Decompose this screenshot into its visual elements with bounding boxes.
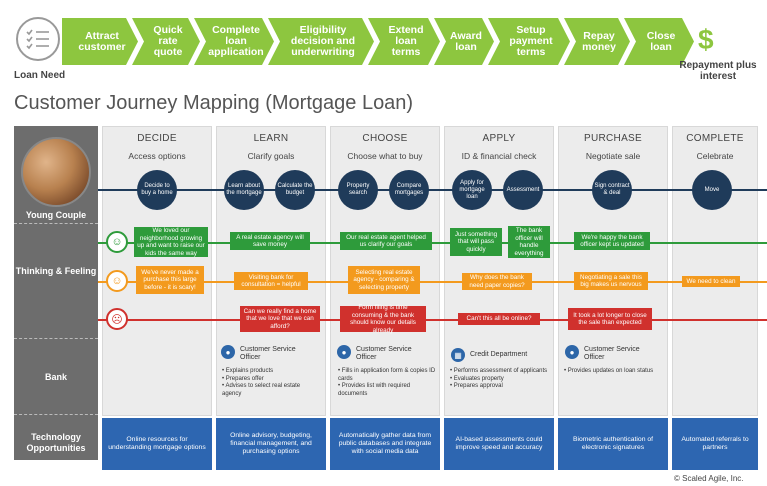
bank-role: Customer Service Officer bbox=[240, 346, 296, 361]
stage-subtitle: Negotiate sale bbox=[585, 151, 641, 161]
stage-subtitle: Access options bbox=[128, 151, 186, 161]
happy-face-icon: ☺ bbox=[106, 231, 128, 253]
neutral-face-icon: ☺ bbox=[106, 270, 128, 292]
tech-opportunity: Biometric authentication of electronic s… bbox=[558, 418, 668, 470]
row-label-young-couple: Young Couple bbox=[25, 210, 87, 220]
row-label-tech: Technology Opportunities bbox=[26, 432, 86, 453]
feeling-happy: We're happy the bank officer kept us upd… bbox=[574, 232, 650, 250]
journey-line bbox=[98, 189, 767, 191]
stage-name: APPLY bbox=[482, 133, 516, 144]
chevron-step: Eligibility decision and underwriting bbox=[268, 18, 374, 65]
bank-duty: • Explains products bbox=[222, 368, 274, 374]
tech-opportunity: Online advisory, budgeting, financial ma… bbox=[216, 418, 326, 470]
row-label-bank: Bank bbox=[44, 372, 67, 382]
stage-name: COMPLETE bbox=[686, 133, 744, 144]
chevron-step: Close loan bbox=[624, 18, 694, 65]
bank-duties: • Provides updates on loan status bbox=[564, 368, 674, 376]
feeling-happy: Just something that will pass quickly bbox=[450, 228, 502, 256]
feeling-neutral: Visiting bank for consultation = helpful bbox=[234, 272, 308, 290]
stage-subtitle: Celebrate bbox=[696, 151, 734, 161]
bank-building-icon: ▦ bbox=[451, 348, 465, 362]
journey-step: Sign contract & deal bbox=[592, 170, 632, 210]
bank-duty: • Provides updates on loan status bbox=[564, 368, 654, 374]
stage-subtitle: Clarify goals bbox=[247, 151, 295, 161]
stage-name: PURCHASE bbox=[584, 133, 642, 144]
feeling-sad: It took a lot longer to close the sale t… bbox=[568, 308, 652, 330]
stage-name: CHOOSE bbox=[362, 133, 408, 144]
divider bbox=[14, 338, 98, 339]
chevron-step: Extend loan terms bbox=[368, 18, 440, 65]
journey-step: Learn about the mortgage bbox=[224, 170, 264, 210]
journey-step: Calculate the budget bbox=[275, 170, 315, 210]
bank-duty: • Performs assessment of applicants bbox=[450, 368, 548, 374]
feeling-sad: Form filing is time consuming & the bank… bbox=[340, 304, 426, 334]
journey-step: Compare mortgages bbox=[389, 170, 429, 210]
repayment-label: Repayment plus interest bbox=[679, 60, 757, 82]
chevron-step: Quick rate quote bbox=[132, 18, 200, 65]
bank-role: Customer Service Officer bbox=[584, 346, 640, 361]
sad-line bbox=[98, 319, 767, 321]
divider bbox=[14, 414, 98, 415]
bank-duty: • Provides list with required documents bbox=[338, 383, 411, 397]
bank-role: Customer Service Officer bbox=[356, 346, 412, 361]
bank-duties: • Performs assessment of applicants • Ev… bbox=[450, 368, 550, 391]
neutral-line bbox=[98, 281, 767, 283]
feeling-neutral: We've never made a purchase this large b… bbox=[136, 266, 204, 294]
bank-duty: • Advises to select real estate agency bbox=[222, 383, 301, 397]
chevron-step: Repay money bbox=[564, 18, 630, 65]
copyright: © Scaled Agile, Inc. bbox=[674, 474, 744, 483]
tech-opportunity: Online resources for understanding mortg… bbox=[102, 418, 212, 470]
journey-step: Apply for mortgage loan bbox=[452, 170, 492, 210]
checklist-icon bbox=[16, 17, 60, 61]
bank-duty: • Prepares approval bbox=[450, 383, 503, 389]
bank-duty: • Evaluates property bbox=[450, 375, 504, 382]
journey-step: Property search bbox=[338, 170, 378, 210]
chevron-step: Attract customer bbox=[62, 18, 138, 65]
person-icon: ● bbox=[565, 345, 579, 359]
bank-duty: • Fills in application form & copies ID … bbox=[338, 368, 436, 382]
divider bbox=[14, 223, 98, 224]
stage-subtitle: ID & financial check bbox=[461, 151, 537, 161]
happy-line bbox=[98, 242, 767, 244]
journey-step: Move bbox=[692, 170, 732, 210]
tech-opportunity: Automated referrals to partners bbox=[672, 418, 758, 470]
feeling-happy: The bank officer will handle everything bbox=[508, 226, 550, 258]
tech-opportunity: Automatically gather data from public da… bbox=[330, 418, 440, 470]
stage-name: DECIDE bbox=[137, 133, 177, 144]
feeling-neutral: Why does the bank need paper copies? bbox=[462, 273, 532, 290]
journey-step: Assessment bbox=[503, 170, 543, 210]
chevron-step: Setup payment terms bbox=[488, 18, 570, 65]
stage-name: LEARN bbox=[253, 133, 289, 144]
bank-role: Credit Department bbox=[470, 351, 528, 358]
person-icon: ● bbox=[337, 345, 351, 359]
bank-duties: • Fills in application form & copies ID … bbox=[338, 368, 438, 398]
bank-duties: • Explains products • Prepares offer • A… bbox=[222, 368, 312, 398]
page-title: Customer Journey Mapping (Mortgage Loan) bbox=[14, 92, 414, 114]
dollar-icon: $ bbox=[698, 24, 714, 55]
journey-step: Decide to buy a home bbox=[137, 170, 177, 210]
chevron-step: Complete loan application bbox=[194, 18, 274, 65]
feeling-happy: We loved our neighborhood growing up and… bbox=[134, 227, 208, 257]
tech-opportunity: AI-based assessments could improve speed… bbox=[444, 418, 554, 470]
couple-photo bbox=[21, 137, 91, 207]
loan-need-label: Loan Need bbox=[14, 70, 66, 81]
person-icon: ● bbox=[221, 345, 235, 359]
row-label-thinking: Thinking & Feeling bbox=[15, 266, 97, 276]
sad-face-icon: ☹ bbox=[106, 308, 128, 330]
feeling-neutral: Negotiating a sale this big makes us ner… bbox=[574, 272, 648, 290]
bank-duty: • Prepares offer bbox=[222, 375, 264, 382]
feeling-sad: Can we really find a home that we love t… bbox=[240, 306, 320, 332]
feeling-happy: A real estate agency will save money bbox=[230, 232, 310, 250]
feeling-neutral: Selecting real estate agency - comparing… bbox=[348, 266, 420, 294]
feeling-sad: Can't this all be online? bbox=[458, 313, 540, 325]
feeling-happy: Our real estate agent helped us clarify … bbox=[340, 232, 432, 250]
feeling-neutral: We need to clean bbox=[682, 276, 740, 287]
stage-subtitle: Choose what to buy bbox=[347, 151, 423, 161]
chevron-step: Award loan bbox=[434, 18, 494, 65]
